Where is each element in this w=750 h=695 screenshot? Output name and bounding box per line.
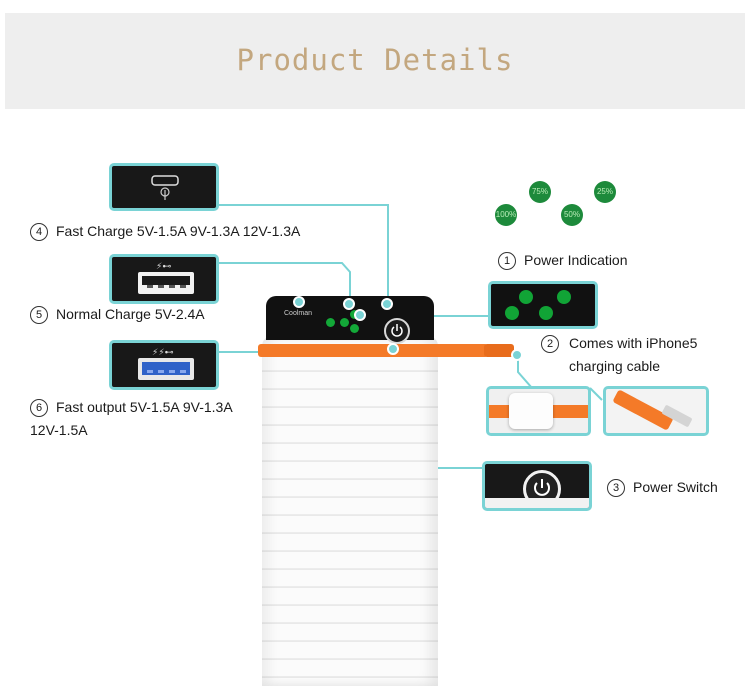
charging-cable-strip — [258, 344, 488, 357]
connector-dot — [354, 309, 366, 321]
cable-line2: charging cable — [569, 358, 661, 374]
number-badge: 4 — [30, 223, 48, 242]
cable-line1: Comes with iPhone5 — [569, 335, 698, 351]
svg-text:⚡⊷: ⚡⊷ — [156, 262, 171, 272]
number-badge: 5 — [30, 306, 48, 325]
usb-normal-port-detail: ⚡⊷ — [109, 254, 219, 304]
power-level-dot: 100% — [495, 204, 517, 226]
cable-clip-image — [509, 393, 553, 429]
led-detail-dot — [557, 290, 571, 304]
cable-connector — [484, 344, 514, 357]
power-switch-text: Power Switch — [633, 479, 718, 495]
power-icon — [534, 479, 550, 496]
number-badge: 2 — [541, 335, 559, 354]
brand-label: Coolman — [284, 310, 313, 317]
power-indication-text: Power Indication — [524, 252, 628, 268]
power-level-dot: 50% — [561, 204, 583, 226]
led-detail-dot — [505, 306, 519, 320]
usb-fast-port-detail: ⚡⚡⊷ — [109, 340, 219, 390]
page-title: Product Details — [236, 43, 514, 77]
led-detail-dot — [519, 290, 533, 304]
cable-clip-detail — [486, 386, 591, 436]
power-level-dot: 25% — [594, 181, 616, 203]
micro-usb-icon — [151, 175, 179, 200]
led-indicator — [326, 318, 335, 327]
number-badge: 3 — [607, 479, 625, 498]
led-indicator — [340, 318, 349, 327]
connector-dot — [381, 298, 393, 310]
svg-text:⚡⚡⊷: ⚡⚡⊷ — [152, 348, 174, 358]
power-indication-label: 1 Power Indication — [498, 252, 628, 271]
power-bank-body — [262, 336, 438, 686]
led-panel-detail — [488, 281, 598, 329]
power-icon — [391, 324, 403, 337]
connector-dot — [511, 349, 523, 361]
usb-port-icon: ⚡⊷ — [138, 262, 194, 294]
panel-edge — [485, 498, 589, 508]
usb-fast-port-icon: ⚡⚡⊷ — [138, 348, 194, 380]
number-badge: 6 — [30, 399, 48, 418]
fast-output-line1: Fast output 5V-1.5A 9V-1.3A — [56, 399, 233, 415]
normal-charge-label: 5 Normal Charge 5V-2.4A — [30, 306, 205, 325]
fast-charge-text: Fast Charge 5V-1.5A 9V-1.3A 12V-1.3A — [56, 223, 301, 239]
power-level-dot: 75% — [529, 181, 551, 203]
cable-label: 2 Comes with iPhone5 charging cable — [541, 332, 697, 378]
number-badge: 1 — [498, 252, 516, 271]
micro-usb-port-detail — [109, 163, 219, 211]
fast-charge-label: 4 Fast Charge 5V-1.5A 9V-1.3A 12V-1.3A — [30, 223, 301, 242]
led-detail-dot — [539, 306, 553, 320]
power-switch-detail — [482, 461, 592, 511]
fast-output-line2: 12V-1.5A — [30, 422, 88, 438]
connector-dot — [343, 298, 355, 310]
connector-dot — [293, 296, 305, 308]
lightning-plug-detail — [603, 386, 709, 436]
normal-charge-text: Normal Charge 5V-2.4A — [56, 306, 205, 322]
power-button[interactable] — [384, 318, 410, 344]
fast-output-label: 6 Fast output 5V-1.5A 9V-1.3A 12V-1.5A — [30, 396, 233, 442]
led-indicator — [350, 324, 359, 333]
header-banner: Product Details — [5, 13, 745, 109]
power-switch-label: 3 Power Switch — [607, 479, 718, 498]
connector-dot — [387, 343, 399, 355]
